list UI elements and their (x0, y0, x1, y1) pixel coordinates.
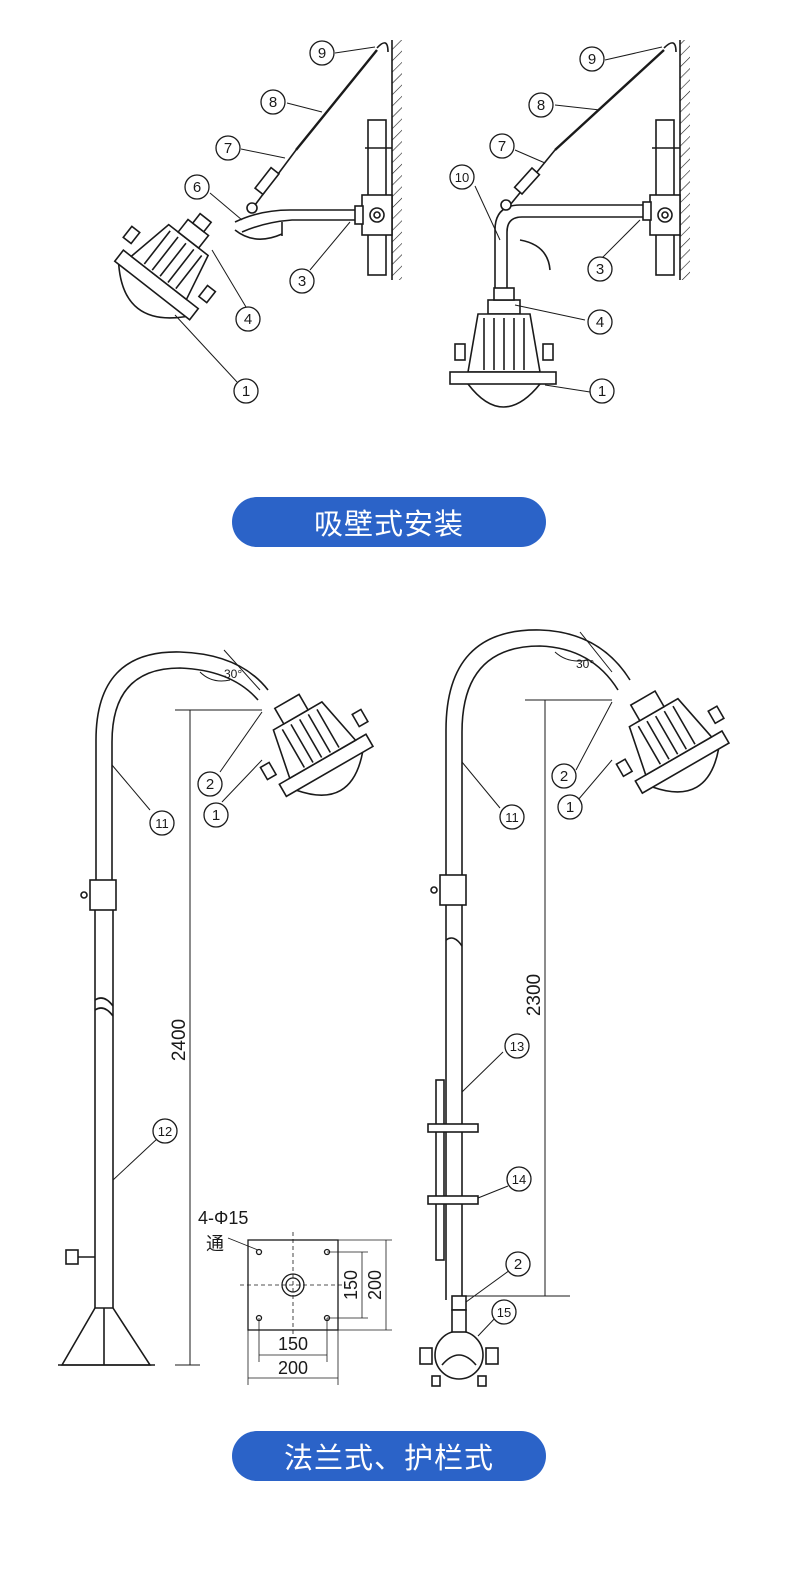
height-dimension-left: 2400 (169, 1019, 190, 1061)
svg-text:11: 11 (505, 810, 519, 825)
callout-left-wall-7: 1 (233, 378, 259, 404)
svg-text:9: 9 (588, 51, 596, 68)
callout-left-wall-4: 6 (184, 174, 210, 200)
svg-text:12: 12 (158, 1124, 172, 1139)
callout-left-pole-1: 2 (197, 771, 223, 797)
svg-text:15: 15 (497, 1305, 511, 1320)
svg-text:7: 7 (498, 138, 506, 155)
svg-text:7: 7 (224, 140, 232, 157)
callout-right-pole-6: 2 (505, 1251, 531, 1277)
svg-text:2: 2 (206, 776, 214, 793)
callout-right-pole-4: 13 (504, 1033, 530, 1059)
flange-pole (58, 649, 375, 1366)
height-dimension-right: 2300 (524, 974, 545, 1016)
flange-outer-dimension-horizontal: 200 (278, 1358, 308, 1378)
svg-text:8: 8 (537, 97, 545, 114)
callout-left-wall-6: 4 (235, 306, 261, 332)
svg-text:1: 1 (598, 383, 606, 400)
flange-plate-detail (227, 1232, 392, 1385)
svg-text:6: 6 (193, 179, 201, 196)
callout-right-pole-1: 2 (551, 763, 577, 789)
flange-inner-dimension-horizontal: 150 (278, 1334, 308, 1354)
callout-right-wall-3: 7 (489, 133, 515, 159)
svg-text:14: 14 (512, 1172, 526, 1187)
angle-label-left: 30° (224, 667, 242, 681)
wall-mount-left (113, 40, 402, 383)
angle-label-right: 30° (576, 657, 594, 671)
svg-text:4: 4 (244, 311, 252, 328)
callout-left-wall-1: 9 (309, 40, 335, 66)
hole-note: 4-Φ15 (198, 1208, 248, 1228)
svg-text:11: 11 (155, 816, 169, 831)
flange-inner-dimension-vertical: 150 (341, 1270, 361, 1300)
callout-right-wall-5: 3 (587, 256, 613, 282)
hole-note-through: 通 (206, 1234, 224, 1254)
svg-text:3: 3 (298, 273, 306, 290)
callout-right-wall-7: 1 (589, 378, 615, 404)
callout-left-wall-3: 7 (215, 135, 241, 161)
svg-text:1: 1 (566, 799, 574, 816)
flange-outer-dimension-vertical: 200 (365, 1270, 385, 1300)
callout-right-wall-6: 4 (587, 309, 613, 335)
callout-left-wall-2: 8 (260, 89, 286, 115)
callout-right-pole-3: 11 (499, 804, 525, 830)
svg-text:9: 9 (318, 45, 326, 62)
callout-right-pole-5: 14 (506, 1166, 532, 1192)
svg-text:4: 4 (596, 314, 604, 331)
callout-left-pole-4: 12 (152, 1118, 178, 1144)
svg-text:1: 1 (242, 383, 250, 400)
svg-text:3: 3 (596, 261, 604, 278)
svg-text:2: 2 (514, 1256, 522, 1273)
guardrail-pole (419, 629, 731, 1387)
svg-text:2: 2 (560, 768, 568, 785)
svg-text:13: 13 (510, 1039, 524, 1054)
callout-left-pole-3: 11 (149, 810, 175, 836)
svg-text:1: 1 (212, 807, 220, 824)
section-caption-flange-guardrail: 法兰式、护栏式 (232, 1431, 546, 1481)
callout-left-wall-5: 3 (289, 268, 315, 294)
callout-right-wall-1: 9 (579, 46, 605, 72)
svg-text:10: 10 (455, 170, 469, 185)
callout-left-pole-2: 1 (203, 802, 229, 828)
section-caption-wall-mount: 吸壁式安装 (232, 497, 546, 547)
callout-right-pole-7: 15 (491, 1299, 517, 1325)
callout-right-wall-4: 10 (449, 164, 475, 190)
callout-right-wall-2: 8 (528, 92, 554, 118)
callout-right-pole-2: 1 (557, 794, 583, 820)
wall-mount-right (449, 40, 690, 408)
svg-text:8: 8 (269, 94, 277, 111)
